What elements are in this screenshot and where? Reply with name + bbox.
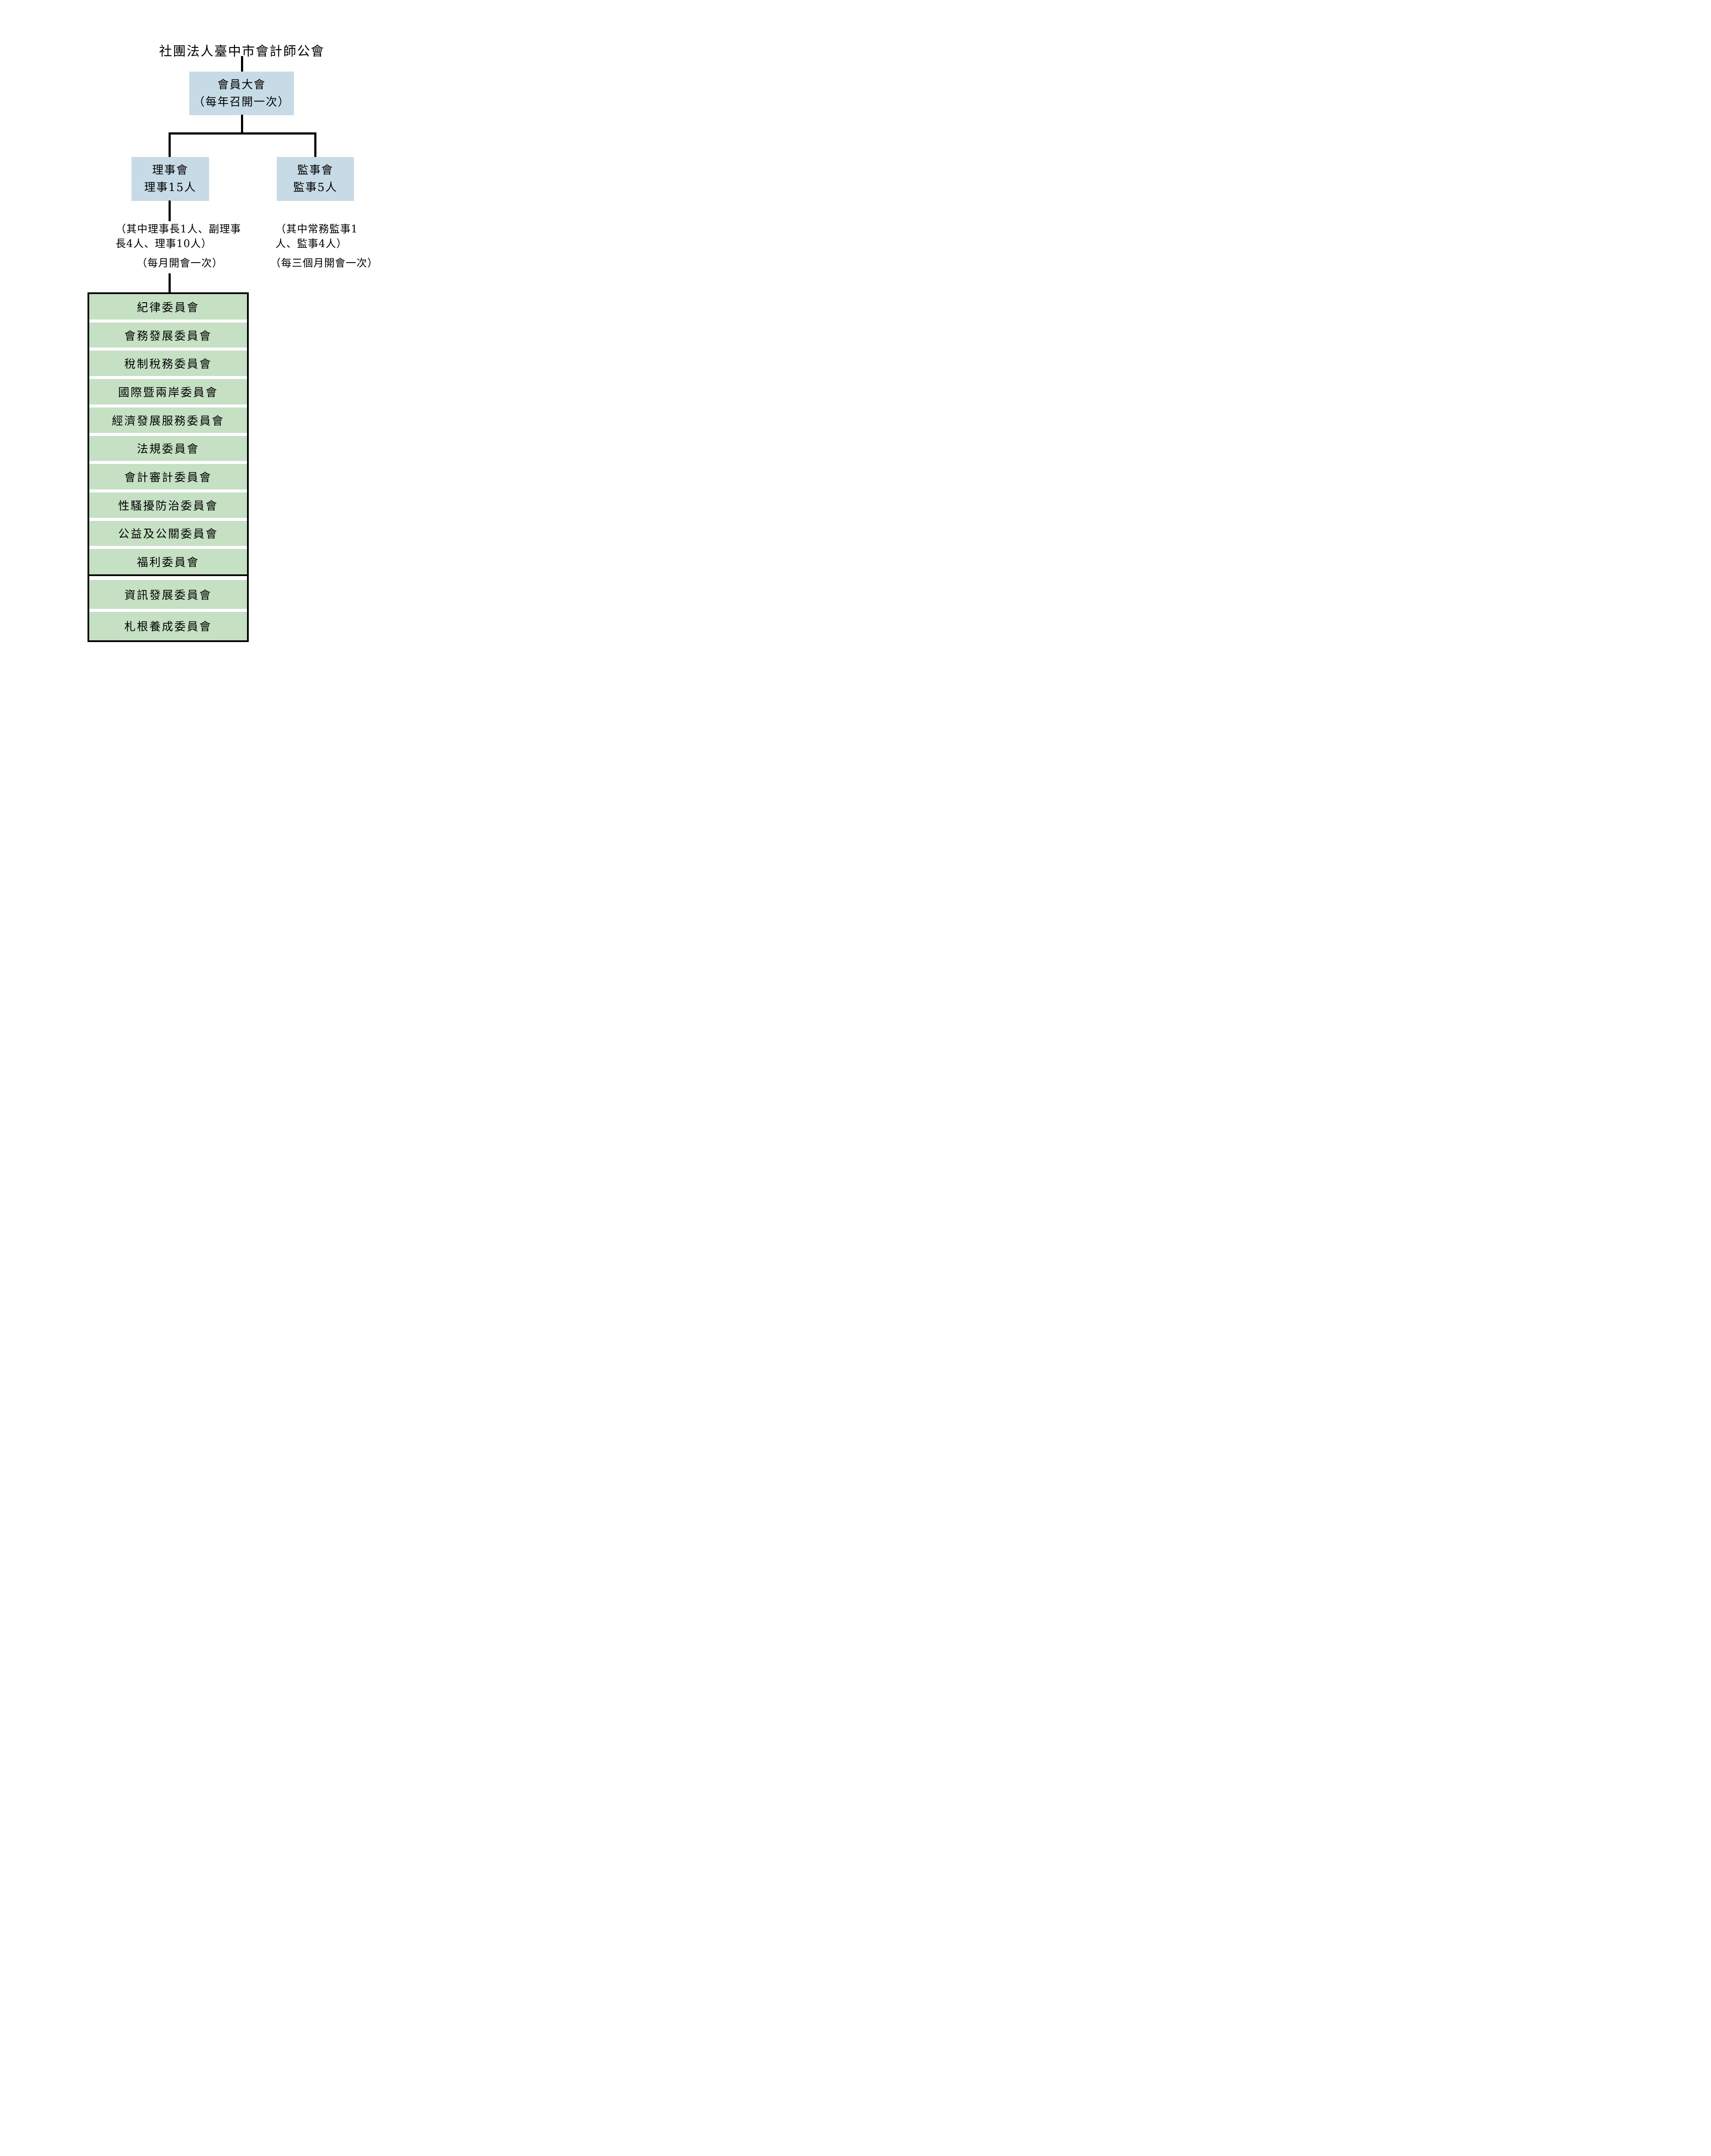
node-general-assembly-label: 會員大會 xyxy=(217,78,266,91)
node-board-of-supervisors: 監事會 監事5人 xyxy=(277,157,354,201)
committee-row: 公益及公關委員會 xyxy=(89,520,247,546)
node-general-assembly: 會員大會 （每年召開一次） xyxy=(189,72,294,115)
node-general-assembly-frequency: （每年召開一次） xyxy=(193,95,290,109)
node-board-of-directors: 理事會 理事15人 xyxy=(131,157,209,201)
supervisors-note-line1: （其中常務監事1 xyxy=(275,223,358,235)
directors-note-line2: 長4人、理事10人） xyxy=(116,238,212,250)
committee-row: 福利委員會 xyxy=(89,549,247,575)
node-board-of-directors-count: 理事15人 xyxy=(144,181,197,194)
directors-meeting-note: （每月開會一次） xyxy=(137,257,223,269)
committee-row: 性騷擾防治委員會 xyxy=(89,492,247,518)
supervisors-note-line2: 人、監事4人） xyxy=(275,238,347,250)
org-chart-page: 社團法人臺中市會計師公會 會員大會 （每年召開一次） 理事會 理事15人 監事會… xyxy=(0,0,484,684)
committee-row: 札根養成委員會 xyxy=(89,611,247,640)
committee-row: 法規委員會 xyxy=(89,436,247,461)
committee-row: 會務發展委員會 xyxy=(89,322,247,348)
connector-directors-stem xyxy=(169,201,171,221)
connector-title-to-assembly xyxy=(241,56,243,72)
committee-row: 經濟發展服務委員會 xyxy=(89,407,247,433)
connector-assembly-stem xyxy=(241,115,243,134)
connector-to-committees xyxy=(169,273,171,292)
node-board-of-supervisors-label: 監事會 xyxy=(297,164,334,177)
committee-row: 國際暨兩岸委員會 xyxy=(89,379,247,404)
committee-list-primary: 紀律委員會 會務發展委員會 稅制稅務委員會 國際暨兩岸委員會 經濟發展服務委員會… xyxy=(88,292,249,576)
connector-branch-bar xyxy=(169,132,316,135)
node-board-of-directors-label: 理事會 xyxy=(152,164,188,177)
connector-branch-left xyxy=(169,132,171,157)
connector-branch-right xyxy=(314,132,316,157)
committee-list-secondary: 資訊發展委員會 札根養成委員會 xyxy=(88,576,249,642)
committee-row: 紀律委員會 xyxy=(89,294,247,320)
committee-row: 會計審計委員會 xyxy=(89,464,247,489)
committee-row: 稅制稅務委員會 xyxy=(89,351,247,376)
committee-row: 資訊發展委員會 xyxy=(89,580,247,609)
directors-note-line1: （其中理事長1人、副理事 xyxy=(116,223,241,235)
node-board-of-supervisors-count: 監事5人 xyxy=(293,181,338,194)
supervisors-meeting-note: （每三個月開會一次） xyxy=(270,257,378,269)
